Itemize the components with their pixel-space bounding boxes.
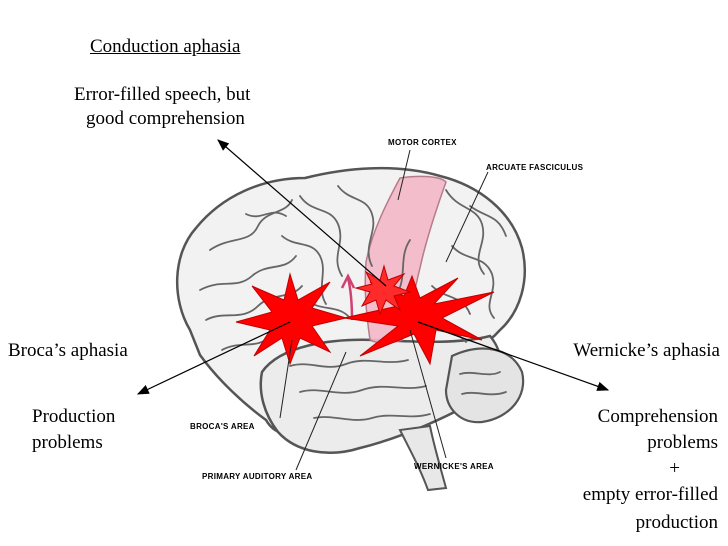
wernicke-desc-line1: Comprehension — [597, 406, 718, 427]
wernicke-desc-line5: production — [635, 512, 718, 533]
brainstem — [398, 424, 448, 492]
conduction-starburst — [354, 264, 412, 316]
brain-label-leaders — [279, 149, 489, 471]
broca-desc-line2: problems — [32, 432, 103, 453]
brocas-area-label: BROCA'S AREA — [190, 422, 255, 431]
wernicke-desc-line2: problems — [647, 432, 718, 453]
broca-desc-line1: Production — [32, 406, 116, 427]
arcuate-fasciculus-arrow — [340, 273, 356, 321]
broca-arrow — [136, 321, 291, 395]
broca-aphasia-title: Broca’s aphasia — [8, 340, 128, 361]
broca-starburst — [235, 272, 348, 366]
wernicke-arrow — [417, 321, 610, 391]
wernicke-aphasia-title: Wernicke’s aphasia — [573, 340, 720, 361]
cerebellum — [444, 347, 525, 424]
brain-illustration — [175, 166, 526, 492]
conduction-desc-line2: good comprehension — [86, 108, 245, 129]
wernicke-desc-line3: + — [669, 458, 680, 479]
primary-auditory-area-label: PRIMARY AUDITORY AREA — [202, 472, 313, 481]
conduction-desc-line1: Error-filled speech, but — [74, 84, 251, 105]
arcuate-fasciculus-label: ARCUATE FASCICULUS — [486, 163, 584, 172]
motor-cortex-label: MOTOR CORTEX — [388, 138, 457, 147]
annotation-arrows — [136, 139, 610, 395]
conduction-arrow — [217, 139, 387, 287]
wernickes-area-label: WERNICKE'S AREA — [414, 462, 494, 471]
conduction-aphasia-title: Conduction aphasia — [90, 36, 241, 57]
wernicke-desc-line4: empty error-filled — [582, 484, 718, 505]
